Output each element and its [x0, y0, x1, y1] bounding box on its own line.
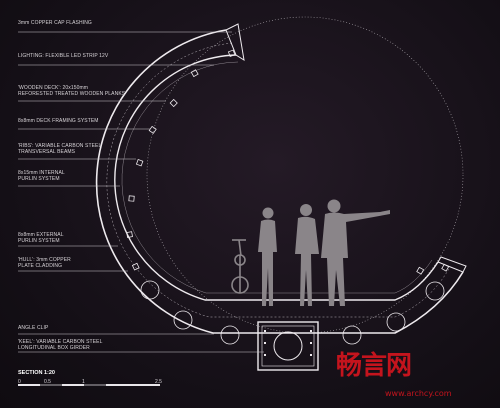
label-keel: 'KEEL': VARIABLE CARBON STEEL LONGITUDIN… — [18, 339, 103, 351]
right-end-cap — [437, 256, 467, 273]
leader-lines — [18, 31, 264, 353]
label-lighting: LIGHTING: FLEXIBLE LED STRIP 12V — [18, 53, 109, 59]
hull-outer-line — [95, 29, 464, 334]
keel-box-girder — [257, 321, 319, 371]
label-hull: 'HULL': 3mm COPPER PLATE CLADDING — [18, 257, 71, 269]
hull-purlin-line — [106, 42, 451, 318]
rib-markers — [126, 49, 450, 275]
label-deck-framing: 8x8mm DECK FRAMING SYSTEM — [18, 118, 99, 124]
bicycle-silhouette — [231, 239, 249, 294]
scale-bar — [18, 384, 160, 386]
scale-mark-2-5: 2.5 — [155, 379, 162, 385]
label-ribs: 'RIBS': VARIABLE CARBON STEEL TRANSVERSA… — [18, 143, 102, 155]
scale-mark-0-5: 0.5 — [44, 379, 51, 385]
scale-mark-1: 1 — [82, 379, 85, 385]
watermark-logo: 畅言网 — [336, 351, 412, 381]
people-silhouettes — [258, 199, 390, 306]
label-wooden-deck: 'WOODEN DECK': 20x150mm REFORESTED TREAT… — [18, 85, 126, 97]
label-internal-purlin: 8x15mm INTERNAL PURLIN SYSTEM — [18, 170, 65, 182]
watermark-url: www.archcy.com — [385, 389, 452, 398]
label-angle-clip: ANGLE CLIP — [18, 325, 49, 331]
hull-inner-line — [114, 54, 439, 301]
section-title: SECTION 1:20 — [18, 370, 55, 376]
scale-mark-0: 0 — [18, 379, 21, 385]
dotted-profile-circle — [146, 16, 464, 334]
label-external-purlin: 8x8mm EXTERNAL PURLIN SYSTEM — [18, 232, 64, 244]
top-end-cap — [225, 23, 245, 62]
lightening-holes — [140, 280, 445, 345]
deck-line — [121, 61, 433, 294]
label-copper-cap: 3mm COPPER CAP FLASHING — [18, 20, 92, 26]
